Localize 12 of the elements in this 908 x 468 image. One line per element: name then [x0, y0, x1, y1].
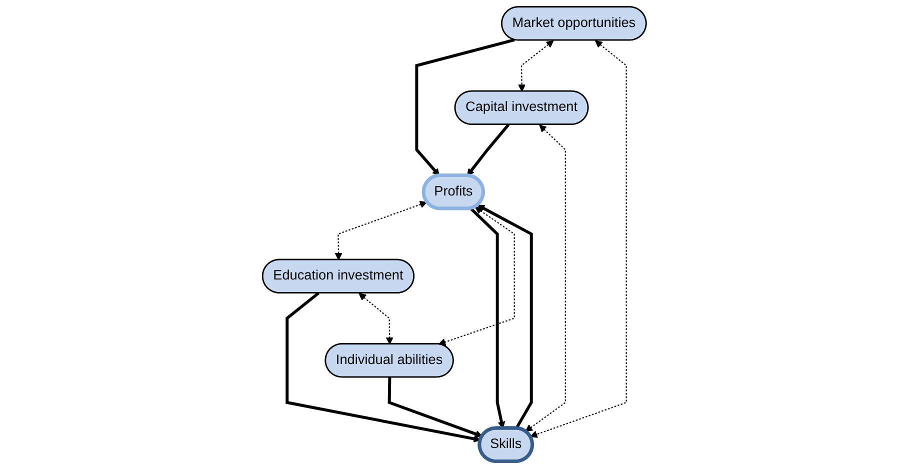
- arrow: [387, 377, 482, 438]
- arrow: [469, 207, 505, 429]
- arrow: [285, 292, 481, 442]
- arrow: [358, 293, 393, 345]
- arrow: [334, 200, 427, 260]
- arrow: [530, 40, 627, 438]
- arrow: [438, 206, 515, 346]
- arrow: [476, 204, 532, 430]
- arrow: [466, 124, 510, 176]
- arrow: [524, 124, 566, 432]
- arrow: [518, 40, 554, 92]
- arrow: [414, 38, 514, 176]
